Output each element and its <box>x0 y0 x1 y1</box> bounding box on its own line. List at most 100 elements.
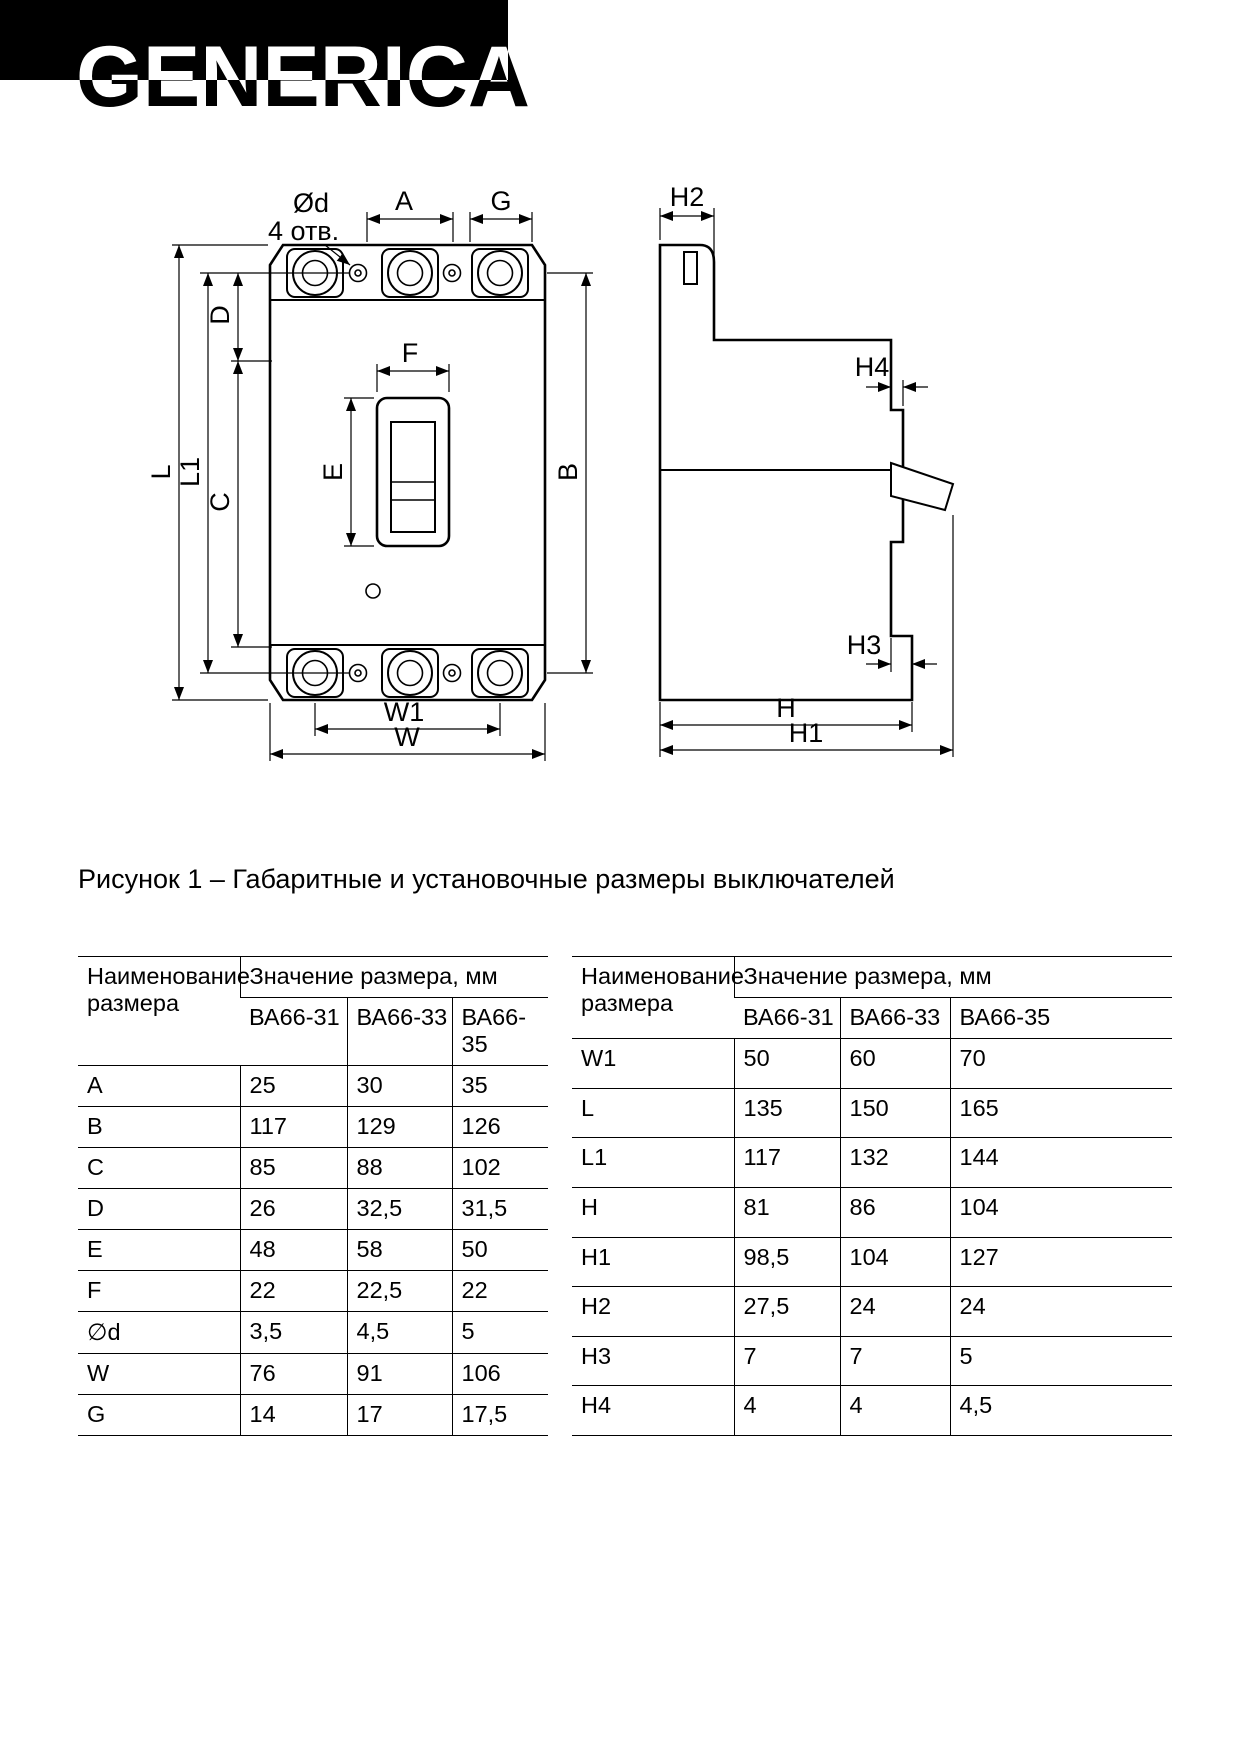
row-name-cell: L <box>572 1088 735 1139</box>
column-header-cell: ВА66-31 <box>734 997 841 1039</box>
row-name-cell: H1 <box>572 1237 735 1288</box>
value-cell: 5 <box>949 1336 1173 1387</box>
table-row: H 81 86 104 <box>572 1187 1173 1238</box>
value-cell: 17,5 <box>451 1394 549 1436</box>
figure-caption: Рисунок 1 – Габаритные и установочные ра… <box>78 864 895 894</box>
side-view-body <box>658 243 955 702</box>
dim-label-l1: L1 <box>175 457 205 487</box>
dim-label-g: G <box>490 186 511 216</box>
dim-label-h3: H3 <box>847 630 882 660</box>
table-row: H1 98,5 104 127 <box>572 1237 1173 1288</box>
table-row: W1 50 60 70 <box>572 1038 1173 1089</box>
value-cell: 7 <box>733 1336 841 1387</box>
table-row: L 135 150 165 <box>572 1088 1173 1139</box>
dim-label-e: E <box>318 463 348 481</box>
value-cell: 7 <box>839 1336 951 1387</box>
row-name-cell: ∅d <box>78 1311 240 1354</box>
value-cell: 58 <box>346 1229 452 1271</box>
table-row: H3 7 7 5 <box>572 1336 1173 1387</box>
value-cell: 35 <box>451 1065 549 1107</box>
value-cell: 50 <box>451 1229 549 1271</box>
dim-label-l: L <box>146 464 176 479</box>
dim-label-a: A <box>395 186 413 216</box>
row-name-cell: H2 <box>572 1286 735 1337</box>
row-name-cell: E <box>78 1229 240 1271</box>
value-cell: 27,5 <box>733 1286 841 1337</box>
value-cell: 106 <box>451 1353 549 1395</box>
row-name-cell: H3 <box>572 1336 735 1387</box>
table-row: A 25 30 35 <box>78 1065 549 1107</box>
row-name-cell: W1 <box>572 1038 735 1089</box>
value-cell: 31,5 <box>451 1188 549 1230</box>
column-header-cell: ВА66-35 <box>949 997 1173 1039</box>
value-cell: 91 <box>346 1353 452 1395</box>
value-cell: 24 <box>839 1286 951 1337</box>
row-name-cell: H <box>572 1187 735 1238</box>
value-cell: 98,5 <box>733 1237 841 1288</box>
brand-name: GENERICA <box>76 29 530 125</box>
value-cell: 117 <box>733 1137 841 1188</box>
table-header-row: Наименование размера Значение размера, м… <box>78 956 549 1066</box>
front-view-dimensions: Ød 4 отв. A G L L1 <box>146 186 593 761</box>
value-cell: 135 <box>733 1088 841 1139</box>
value-cell: 22 <box>239 1270 347 1312</box>
front-view-body <box>268 243 547 702</box>
value-header-cell: Значение размера, мм <box>239 956 549 998</box>
dimension-drawing: Ød 4 отв. A G L L1 <box>146 182 955 761</box>
table-subheader-row: ВА66-31 ВА66-33 ВА66-35 <box>572 997 1173 1039</box>
value-cell: 126 <box>451 1106 549 1148</box>
row-name-cell: A <box>78 1065 240 1107</box>
value-cell: 86 <box>839 1187 951 1238</box>
value-cell: 104 <box>949 1187 1173 1238</box>
value-cell: 129 <box>346 1106 452 1148</box>
value-cell: 150 <box>839 1088 951 1139</box>
value-cell: 30 <box>346 1065 452 1107</box>
dim-label-h2: H2 <box>670 182 705 212</box>
value-cell: 4,5 <box>949 1385 1173 1436</box>
dim-label-h: H <box>776 693 796 723</box>
column-header-cell: ВА66-31 <box>240 997 347 1066</box>
brand-name-knockout: GENERICA <box>76 29 508 80</box>
table-row: C 85 88 102 <box>78 1147 549 1189</box>
value-cell: 22 <box>451 1270 549 1312</box>
row-name-cell: F <box>78 1270 240 1312</box>
value-cell: 17 <box>346 1394 452 1436</box>
value-cell: 32,5 <box>346 1188 452 1230</box>
value-cell: 81 <box>733 1187 841 1238</box>
right-dimension-table: Наименование размера Значение размера, м… <box>572 956 1173 1436</box>
value-cell: 14 <box>239 1394 347 1436</box>
name-header-cell: Наименование размера <box>78 956 250 1066</box>
value-header-cell: Значение размера, мм <box>733 956 1173 998</box>
value-cell: 104 <box>839 1237 951 1288</box>
value-cell: 4 <box>839 1385 951 1436</box>
value-cell: 88 <box>346 1147 452 1189</box>
column-header-cell: ВА66-35 <box>451 997 549 1066</box>
table-row: D 26 32,5 31,5 <box>78 1188 549 1230</box>
table-row: E 48 58 50 <box>78 1229 549 1271</box>
row-name-cell: B <box>78 1106 240 1148</box>
table-row: G 14 17 17,5 <box>78 1394 549 1436</box>
table-row: ∅d 3,5 4,5 5 <box>78 1311 549 1354</box>
row-name-cell: C <box>78 1147 240 1189</box>
row-name-cell: H4 <box>572 1385 735 1436</box>
value-cell: 102 <box>451 1147 549 1189</box>
value-cell: 127 <box>949 1237 1173 1288</box>
row-name-cell: G <box>78 1394 240 1436</box>
table-row: W 76 91 106 <box>78 1353 549 1395</box>
dim-label-holes: 4 отв. <box>268 216 339 246</box>
value-cell: 5 <box>451 1311 549 1354</box>
table-row: F 22 22,5 22 <box>78 1270 549 1312</box>
value-cell: 25 <box>239 1065 347 1107</box>
dim-label-b: B <box>553 463 583 481</box>
table-row: H2 27,5 24 24 <box>572 1286 1173 1337</box>
column-header-cell: ВА66-33 <box>839 997 951 1039</box>
dim-label-w1: W1 <box>384 697 425 727</box>
row-name-cell: W <box>78 1353 240 1395</box>
value-cell: 3,5 <box>239 1311 347 1354</box>
table-row: H4 4 4 4,5 <box>572 1385 1173 1436</box>
name-header-cell: Наименование размера <box>572 956 744 1039</box>
table-subheader-row: ВА66-31 ВА66-33 ВА66-35 <box>78 997 549 1066</box>
value-cell: 60 <box>839 1038 951 1089</box>
value-cell: 76 <box>239 1353 347 1395</box>
